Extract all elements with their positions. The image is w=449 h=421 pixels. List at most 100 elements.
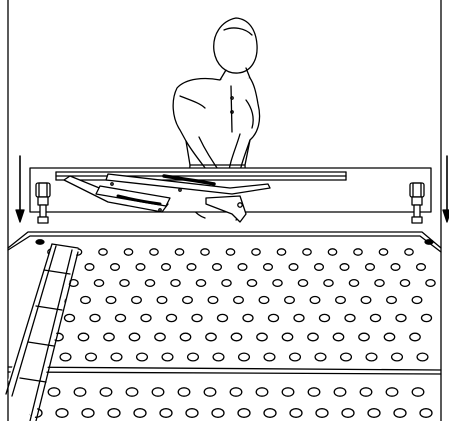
table-hole [262, 263, 274, 271]
perforated-table [7, 231, 442, 418]
table-hole [339, 263, 350, 271]
worker-head [213, 17, 258, 74]
table-hole [205, 332, 217, 342]
table-hole [63, 313, 76, 323]
table-hole [80, 295, 91, 305]
table-hole [128, 332, 141, 342]
table-hole [288, 352, 302, 362]
ladder [5, 243, 79, 421]
table-hole [103, 332, 115, 342]
table-hole [154, 332, 166, 342]
table-hole [133, 408, 147, 418]
table-hole [225, 248, 236, 256]
table-hole [255, 387, 269, 397]
table-hole [211, 408, 225, 418]
table-hole [419, 408, 433, 418]
table-hole [390, 263, 401, 271]
table-hole [170, 278, 181, 288]
table-hole [284, 295, 295, 305]
table-hole [369, 313, 382, 323]
right-down-arrow-icon [442, 155, 449, 223]
table-hole [186, 352, 200, 362]
table-hole [77, 332, 90, 342]
table-hole [179, 332, 192, 342]
table-hole [327, 248, 338, 256]
table-hole [98, 248, 108, 256]
table-hole [341, 408, 355, 418]
table-hole [395, 313, 407, 323]
table-hole [360, 295, 372, 305]
table-hole [348, 278, 360, 288]
table-hole [109, 263, 121, 271]
table-hole [161, 352, 174, 362]
table-hole [416, 352, 429, 362]
table-hole [89, 313, 101, 323]
table-hole [216, 313, 229, 323]
table-hole [263, 352, 276, 362]
table-hole [404, 248, 414, 256]
table-hole [288, 263, 299, 271]
table-hole [119, 278, 130, 288]
table-hole [289, 408, 303, 418]
table-hole [281, 332, 294, 342]
table-hole [185, 408, 199, 418]
table-hole [365, 352, 378, 362]
table-hole [182, 295, 193, 305]
table-hole [177, 387, 191, 397]
table-hole [358, 332, 370, 342]
table-hole [367, 408, 381, 418]
table-hole [256, 332, 268, 342]
table-hole [315, 408, 329, 418]
table-hole [318, 313, 331, 323]
table-hole [386, 295, 397, 305]
table-hole [409, 332, 421, 342]
table-hole [339, 352, 353, 362]
table-hole [84, 263, 95, 271]
table-hole [211, 263, 223, 271]
table-hole [159, 408, 173, 418]
worker [172, 17, 261, 221]
table-hole [272, 278, 283, 288]
table-hole [302, 248, 312, 256]
table-hole [258, 295, 270, 305]
table-hole [281, 387, 295, 397]
table-holes [29, 248, 436, 418]
frame [7, 0, 442, 421]
table-hole [229, 387, 243, 397]
table-hole [251, 248, 261, 256]
table-hole [135, 263, 146, 271]
table-hole [353, 248, 363, 256]
table-hole [333, 387, 347, 397]
table-hole [140, 313, 152, 323]
left-down-arrow-icon [15, 155, 25, 223]
table-hole [125, 387, 139, 397]
table-hole [390, 352, 404, 362]
table-hole [200, 248, 210, 256]
table-hole [307, 387, 321, 397]
table-hole [385, 387, 399, 397]
table-hole [160, 263, 172, 271]
table-hole [307, 332, 319, 342]
table-hole [233, 295, 244, 305]
table-hole [313, 263, 325, 271]
table-hole [323, 278, 334, 288]
table-hole [135, 352, 149, 362]
table-hole [297, 278, 309, 288]
table-hole [114, 313, 127, 323]
table-hole [195, 278, 207, 288]
table-hole [420, 313, 433, 323]
right-foot-bracket [409, 182, 425, 224]
table-hole [314, 352, 327, 362]
lifting-arm [63, 173, 271, 223]
table-hole [242, 313, 254, 323]
table-hole [411, 387, 425, 397]
table-hole [309, 295, 321, 305]
table-hole [237, 263, 248, 271]
worker-torso [172, 77, 261, 166]
table-hole [332, 332, 345, 342]
table-hole [378, 248, 389, 256]
table-hole [411, 295, 423, 305]
table-hole [293, 313, 305, 323]
table-hole [230, 332, 243, 342]
